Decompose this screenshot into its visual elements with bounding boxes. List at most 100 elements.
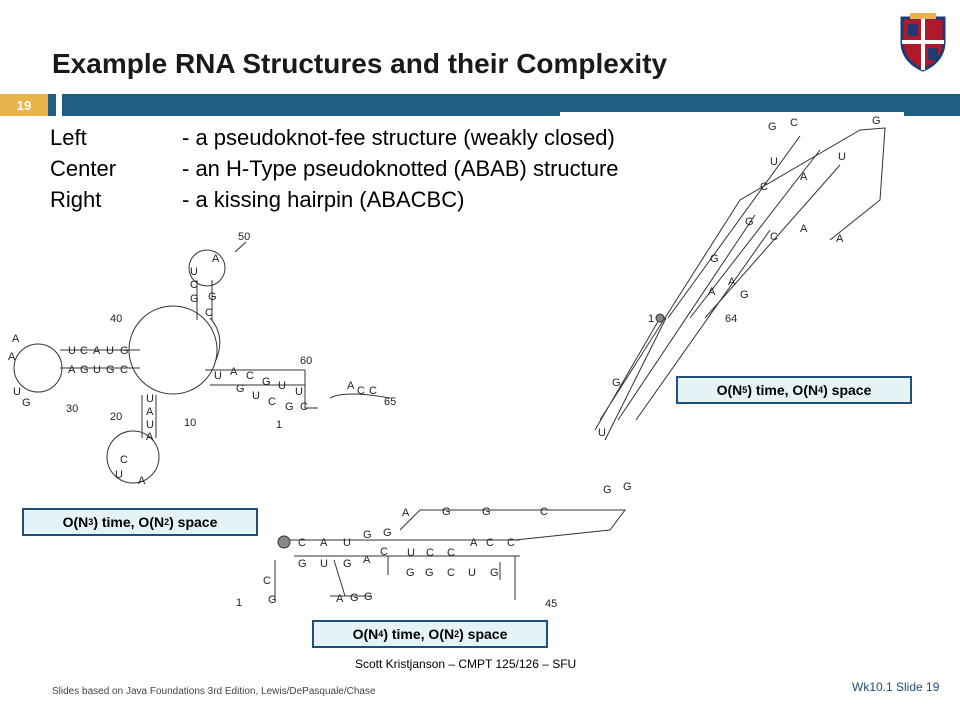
description-value: - an H-Type pseudoknotted (ABAB) structu… — [182, 156, 619, 181]
svg-text:A: A — [12, 333, 20, 345]
description-key: Left — [50, 125, 87, 150]
svg-text:G: G — [745, 216, 754, 228]
svg-text:G: G — [350, 592, 359, 604]
svg-text:C: C — [426, 547, 434, 559]
bar-gap — [560, 112, 904, 118]
svg-text:C: C — [770, 231, 778, 243]
svg-text:G: G — [364, 591, 373, 603]
svg-text:U: U — [598, 427, 606, 439]
svg-text:G: G — [190, 293, 199, 305]
svg-text:C: C — [80, 345, 88, 357]
university-crest-icon — [900, 13, 946, 72]
description-row-center: Center - an H-Type pseudoknotted (ABAB) … — [50, 153, 619, 184]
svg-text:G: G — [285, 401, 294, 413]
svg-text:U: U — [93, 364, 101, 376]
svg-text:G: G — [383, 527, 392, 539]
svg-text:A: A — [138, 475, 146, 487]
svg-text:A: A — [93, 345, 101, 357]
svg-text:U: U — [190, 266, 198, 278]
svg-text:C: C — [380, 546, 388, 558]
rna-number: 64 — [725, 313, 737, 325]
description-value: - a kissing hairpin (ABACBC) — [182, 187, 465, 212]
rna-number: 40 — [110, 313, 122, 325]
svg-text:G: G — [80, 364, 89, 376]
svg-text:U: U — [146, 419, 154, 431]
svg-text:U: U — [770, 156, 778, 168]
svg-text:A: A — [708, 286, 716, 298]
svg-text:C: C — [190, 279, 198, 291]
svg-text:A: A — [363, 554, 371, 566]
description-key: Center — [50, 156, 117, 181]
rna-number: 45 — [545, 598, 557, 610]
svg-text:U: U — [838, 151, 846, 163]
rna-number: 1 — [236, 597, 242, 609]
rna-number: 65 — [384, 396, 396, 408]
svg-text:C: C — [357, 385, 365, 397]
svg-text:A: A — [146, 431, 154, 443]
svg-text:U: U — [468, 567, 476, 579]
source-note: Slides based on Java Foundations 3rd Edi… — [52, 686, 376, 697]
svg-text:C: C — [447, 567, 455, 579]
svg-text:U: U — [320, 558, 328, 570]
svg-text:C: C — [507, 537, 515, 549]
svg-text:C: C — [540, 506, 548, 518]
svg-text:C: C — [268, 396, 276, 408]
svg-text:C: C — [486, 537, 494, 549]
rna-number: 20 — [110, 411, 122, 423]
svg-text:A: A — [402, 507, 410, 519]
svg-text:C: C — [369, 385, 377, 397]
description-row-left: Left - a pseudoknot-fee structure (weakl… — [50, 122, 619, 153]
rna-number: 1 — [648, 313, 654, 325]
rna-number: 10 — [184, 417, 196, 429]
slide-number-badge: 19 — [0, 94, 48, 116]
svg-text:G: G — [363, 529, 372, 541]
svg-text:U: U — [343, 537, 351, 549]
svg-text:G: G — [120, 345, 129, 357]
svg-text:G: G — [442, 506, 451, 518]
svg-text:C: C — [120, 454, 128, 466]
author-credit: Scott Kristjanson – CMPT 125/126 – SFU — [355, 657, 577, 671]
svg-text:A: A — [68, 364, 76, 376]
svg-text:U: U — [146, 393, 154, 405]
svg-text:G: G — [872, 115, 881, 127]
description-key: Right — [50, 187, 102, 212]
svg-text:G: G — [406, 567, 415, 579]
rna-number: 30 — [66, 403, 78, 415]
svg-text:C: C — [120, 364, 128, 376]
svg-text:G: G — [106, 364, 115, 376]
svg-text:U: U — [407, 547, 415, 559]
svg-text:G: G — [262, 376, 271, 388]
svg-text:U: U — [252, 390, 260, 402]
svg-text:G: G — [768, 121, 777, 133]
svg-text:A: A — [336, 593, 344, 605]
svg-text:G: G — [22, 397, 31, 409]
svg-text:A: A — [8, 351, 16, 363]
svg-text:G: G — [268, 594, 277, 606]
svg-text:C: C — [246, 370, 254, 382]
rna-number: 60 — [300, 355, 312, 367]
svg-text:G: G — [343, 558, 352, 570]
header-bar — [62, 94, 960, 116]
svg-text:G: G — [623, 481, 632, 493]
slide-footer-number: Wk10.1 Slide 19 — [852, 680, 940, 694]
svg-text:C: C — [300, 401, 308, 413]
svg-text:A: A — [836, 233, 844, 245]
svg-text:G: G — [490, 567, 499, 579]
svg-text:C: C — [205, 307, 213, 319]
description-row-right: Right - a kissing hairpin (ABACBC) — [50, 184, 619, 215]
svg-text:G: G — [425, 567, 434, 579]
svg-text:U: U — [214, 370, 222, 382]
left-rna-structure — [13, 241, 391, 484]
svg-text:A: A — [800, 171, 808, 183]
svg-text:G: G — [482, 506, 491, 518]
svg-text:G: G — [612, 377, 621, 389]
slide-title: Example RNA Structures and their Complex… — [52, 48, 668, 79]
svg-text:U: U — [278, 380, 286, 392]
svg-text:C: C — [298, 537, 306, 549]
svg-text:A: A — [728, 276, 736, 288]
svg-text:G: G — [298, 558, 307, 570]
right-rna-structure — [594, 127, 886, 441]
